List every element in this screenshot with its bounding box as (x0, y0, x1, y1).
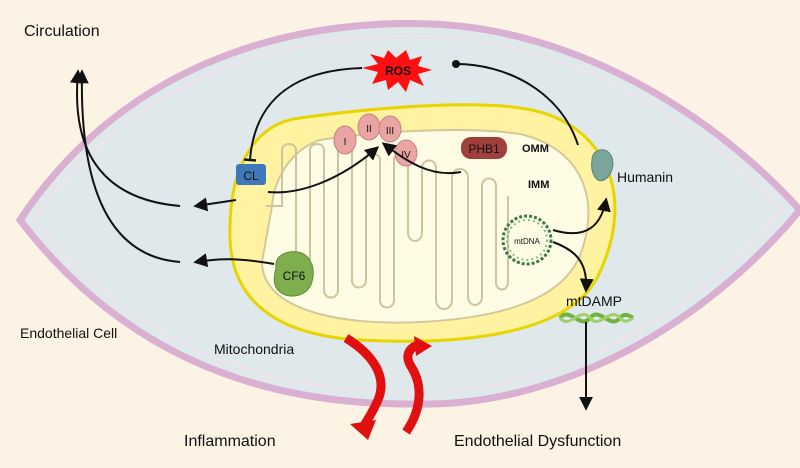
arrow-to-circulation-1 (70, 69, 181, 207)
arrow-ros-to-cl (243, 67, 363, 162)
phb1-protein: PHB1 (461, 137, 507, 159)
mtdamp-helix (558, 312, 635, 324)
arrow-to-circulation-2 (74, 69, 181, 263)
complex-iii-label: III (386, 126, 394, 137)
arrow-cl-to-complexes (267, 146, 380, 194)
complex-ii-label: II (366, 124, 372, 135)
mtdna-ring: mtDNA (501, 214, 553, 266)
complex-iii: III (378, 115, 402, 143)
complex-i-label: I (344, 137, 347, 148)
arrow-cf6-outward (193, 253, 275, 268)
complex-ii: II (357, 113, 381, 141)
mtdna-label: mtDNA (514, 237, 540, 246)
mtdamp-label: mtDAMP (566, 293, 622, 309)
endothelial-cell-label: Endothelial Cell (20, 325, 117, 341)
arrow-phb1-to-complexes (381, 142, 462, 175)
arrow-humanin-to-ros (452, 60, 579, 146)
endothelial-cell-inner-edge (32, 34, 784, 394)
imm-label: IMM (528, 179, 549, 191)
phb1-label: PHB1 (468, 142, 500, 156)
ros-label: ROS (385, 64, 411, 78)
cl-label: CL (243, 169, 259, 183)
cf6-protein: CF6 (273, 251, 314, 297)
complex-iv-label: IV (401, 150, 411, 161)
complex-i: I (333, 125, 357, 155)
cf6-label: CF6 (283, 269, 306, 283)
omm-label: OMM (522, 143, 549, 155)
humanin-label: Humanin (617, 169, 673, 185)
inflammation-label: Inflammation (184, 433, 276, 450)
endothelial-dysfunction-label: Endothelial Dysfunction (454, 433, 621, 450)
cristae (266, 143, 509, 310)
complex-iv: IV (394, 139, 418, 167)
arrow-mtdna-to-mtdamp (552, 241, 594, 293)
arrow-mtdna-to-humanin (552, 197, 611, 235)
humanin-peptide (591, 149, 614, 182)
ros-burst: ROS (362, 50, 432, 92)
arrow-cl-outward (193, 197, 237, 212)
mitochondrion-inner-membrane (260, 129, 590, 324)
mitochondria-label: Mitochondria (214, 341, 294, 357)
circulation-label: Circulation (24, 23, 100, 40)
red-feedback-arrows (343, 334, 432, 440)
cl-cardiolipin: CL (236, 164, 266, 185)
